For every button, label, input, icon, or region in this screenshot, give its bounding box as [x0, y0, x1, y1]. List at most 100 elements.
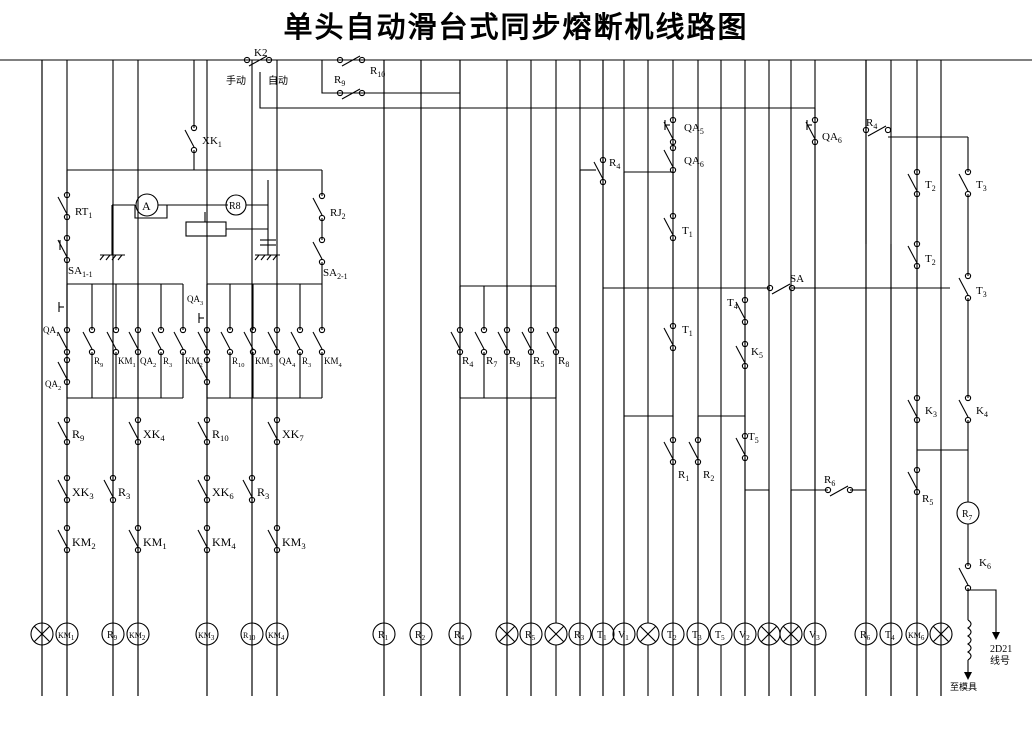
label-r3c: R3	[118, 485, 130, 501]
contact-r9b	[57, 416, 71, 446]
load-coil: R4	[448, 622, 472, 646]
label-km2b: KM2	[72, 535, 96, 551]
contact-r9c	[497, 326, 511, 356]
load-coil: V3	[803, 622, 827, 646]
r5-contact	[907, 466, 921, 496]
label-xk3: XK3	[72, 485, 94, 501]
label-t1b: T1	[682, 324, 693, 338]
contact-r4c	[450, 326, 464, 356]
label-qa5: QA5	[684, 122, 704, 136]
r4-mid-contact	[593, 156, 607, 186]
label-qa2b: QA2	[140, 356, 156, 369]
label-r10_top: R10	[370, 65, 385, 79]
label-qa6_top: QA6	[822, 131, 842, 145]
load-label: KM3	[198, 631, 215, 642]
load-label: T2	[667, 630, 677, 642]
qa2-contact	[57, 356, 71, 386]
pushbutton-contact	[806, 120, 812, 130]
load-coil: T1	[591, 622, 615, 646]
contact-xk3	[57, 474, 71, 504]
wire	[272, 254, 278, 261]
t5-contact	[735, 432, 749, 462]
contact-km4b	[197, 524, 211, 554]
label-qa3: QA3	[187, 294, 203, 307]
label-r10b: R10	[212, 427, 229, 443]
label-rt1: RT1	[75, 206, 92, 220]
contact-qa4b	[267, 326, 281, 356]
contact-r9a	[82, 326, 96, 356]
contact-km4a	[312, 326, 326, 356]
contact-xk4	[128, 416, 142, 446]
contact-r10a	[220, 326, 234, 356]
load-label: KM1	[58, 631, 75, 642]
contact-km1a	[106, 326, 120, 356]
lamp-icon	[495, 622, 519, 646]
label-r5a: R5	[533, 355, 544, 369]
arrow-down-icon	[992, 632, 1000, 640]
wire	[105, 254, 111, 261]
label-r8a: R8	[558, 355, 569, 369]
note-line-number: 2D21	[990, 644, 1012, 655]
components	[57, 55, 1000, 680]
ammeter-label: A	[142, 199, 151, 213]
wire	[99, 254, 105, 261]
label-qa1a: QA1	[43, 325, 59, 338]
note-line-number: 线号	[990, 654, 1010, 667]
load-label: R10	[243, 631, 256, 642]
label-r9_top: R9	[334, 74, 345, 88]
r6-contact	[824, 485, 854, 497]
contact-r8a	[546, 326, 560, 356]
contact-qa3	[197, 326, 211, 356]
k2-label: K2	[254, 47, 267, 59]
t4-contact	[735, 296, 749, 326]
load-coil: R9	[101, 622, 125, 646]
label-t3a: T3	[976, 179, 987, 193]
label-r7a: R7	[486, 355, 497, 369]
label-r9b: R9	[72, 427, 84, 443]
load-coil: R6	[854, 622, 878, 646]
label-k3: K3	[925, 405, 937, 419]
rt1-contact	[57, 191, 71, 221]
load-label: R6	[860, 630, 871, 642]
contact-r3b	[290, 326, 304, 356]
label-km2a: KM2	[185, 356, 203, 369]
label-r1: R1	[678, 469, 689, 483]
label-k4: K4	[976, 405, 988, 419]
load-label: V2	[739, 630, 750, 642]
contact-r3d	[242, 474, 256, 504]
wire	[254, 254, 260, 261]
load-label: R1	[378, 630, 389, 642]
label-sa11: SA1-1	[68, 265, 93, 279]
contact-km2a	[173, 326, 187, 356]
wire	[260, 254, 266, 261]
manual-label: 手动	[226, 74, 246, 87]
load-coil: T4	[879, 622, 903, 646]
load-coil: KM2	[126, 622, 150, 646]
label-qa6b: QA6	[684, 155, 704, 169]
load-coil: R5	[519, 622, 543, 646]
lamp-icon	[929, 622, 953, 646]
contact-r3a	[151, 326, 165, 356]
t3b-contact	[958, 272, 972, 302]
label-km3a: KM3	[255, 356, 273, 369]
label-sa21: SA2-1	[323, 267, 348, 281]
r8-coil-icon	[225, 194, 247, 216]
k4-contact	[958, 394, 972, 424]
wire	[745, 489, 770, 696]
label-km3b: KM3	[282, 535, 306, 551]
r7-coil-icon	[956, 501, 980, 525]
label-xk1: XK1	[202, 135, 222, 149]
k6-contact	[958, 562, 972, 592]
ammeter-icon	[135, 193, 159, 217]
lamp-icon	[544, 622, 568, 646]
label-r3a: R3	[163, 356, 172, 369]
label-r5: R5	[922, 493, 933, 507]
load-coil: V2	[733, 622, 757, 646]
load-coil: KM1	[55, 622, 79, 646]
rj2-contact	[312, 192, 326, 222]
wire	[266, 254, 272, 261]
wire	[321, 60, 460, 94]
load-coil: R10	[240, 622, 264, 646]
